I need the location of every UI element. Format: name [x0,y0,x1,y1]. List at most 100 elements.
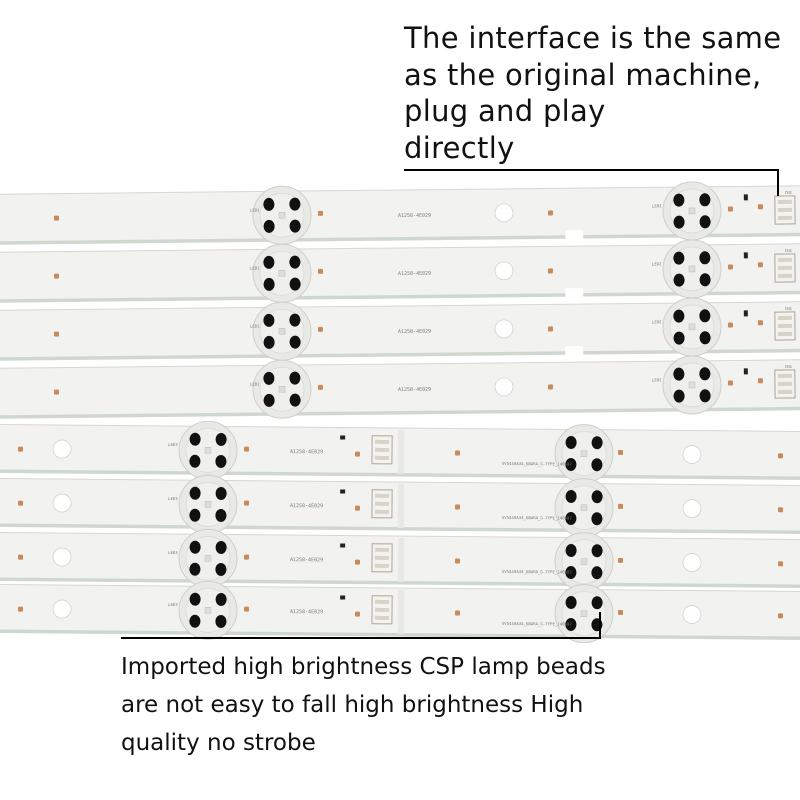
caption-interface: The interface is the same as the origina… [404,20,784,166]
led-chip [699,367,711,381]
led-center [278,211,286,219]
led-chip [699,215,711,229]
smd-component [244,606,250,612]
mount-hole [52,599,72,619]
led-chip [565,595,577,609]
led-chip [289,371,301,385]
led-chip [565,617,577,631]
caption-top-line-4: directly [404,130,515,165]
connector-pin [777,315,792,321]
caption-lamp-beads: Imported high brightness CSP lamp beads … [121,648,681,762]
smd-component [727,206,733,212]
smd-component [18,606,24,612]
strip-joint [397,429,405,475]
led-chip [215,614,227,628]
strip-model-label: A1258-4E029 [290,609,323,615]
led-chip [565,543,577,557]
led-chip [565,457,577,471]
strip-edge-shadow [0,232,800,245]
connector-pin [374,563,389,568]
led-chip [565,565,577,579]
strip-joint [397,589,405,635]
mount-hole [682,605,702,624]
led-chip [591,436,603,450]
strip-model-label: A1258-4E029 [398,213,431,219]
led-chip [263,197,275,211]
smd-component [454,504,461,510]
lower-led-strip: LED3A1258-4E029SVS450A34_6BARA_G-TYPE_14… [0,420,800,484]
mount-hole [52,493,72,513]
connector-pin [375,439,390,444]
led-silk-label: LED3 [168,442,178,447]
led-chip [591,566,603,580]
led-silk-label: LED3 [168,602,178,607]
leader-line-connector [404,169,779,196]
led-chip [289,393,301,407]
led-chip [591,458,603,472]
smd-component [244,446,250,452]
led-chip [189,540,201,554]
led-chip [263,255,275,269]
led-chip [189,508,201,522]
led-chip [215,592,227,606]
smd-diode [340,435,346,440]
smd-component [547,326,554,332]
led-chip [189,486,201,500]
connector-pin [375,599,390,604]
led-center [204,447,212,454]
led-chip [289,277,301,291]
led-chip [189,562,201,576]
strip-code-label: SVS450A34_6BARA_G-TYPE_140507 [502,515,572,521]
led-chip [215,508,227,522]
led-chip [289,335,301,349]
led-chip [673,193,685,207]
connector-pin [777,257,792,263]
led-center [278,269,286,277]
connector-pin [375,607,390,612]
led-chip [263,335,275,349]
connector-pin [778,215,793,221]
smd-component [53,331,60,337]
led-chip [189,432,201,446]
smd-component [244,500,250,506]
led-chip [263,371,275,385]
led-chip [215,562,227,576]
led-silk-label: LED2 [652,377,662,382]
led-center [688,381,696,389]
led-chip [289,255,301,269]
smd-component [18,446,24,452]
mount-hole [494,261,514,281]
smd-component [244,554,250,560]
led-center [204,607,212,614]
smd-component [777,453,784,459]
led-chip [673,215,685,229]
led-chip [565,489,577,503]
led-silk-label: LED3 [168,550,178,555]
strip-model-label: A1258-4E029 [290,557,323,563]
smd-component [618,503,624,509]
smd-component [354,451,361,457]
connector-pin [375,547,390,552]
led-chip [673,331,685,345]
connector-silk-label: CN1 [785,364,793,369]
mount-hole [494,377,514,397]
connector-pin [778,331,793,337]
strip-model-label: A1258-4E029 [290,503,323,509]
led-chip [289,313,301,327]
led-center [278,327,286,335]
caption-top-line-1: The interface is the same [404,21,782,55]
lower-led-strip: LED3A1258-4E029SVS450A34_6BARA_G-TYPE_14… [0,474,800,538]
connector-pin [375,447,390,452]
led-silk-label: LED1 [250,323,260,328]
smd-component [53,215,60,221]
strip-model-label: A1258-4E029 [398,271,431,277]
connector-pin [374,509,389,514]
smd-component [618,449,624,455]
mount-hole [52,439,72,459]
smd-component [317,384,323,390]
smd-component [454,610,461,616]
smd-component [727,380,733,386]
led-chip [189,592,201,606]
lower-led-strip: LED3A1258-4E029SVS450A34_6BARA_G-TYPE_14… [0,580,800,644]
